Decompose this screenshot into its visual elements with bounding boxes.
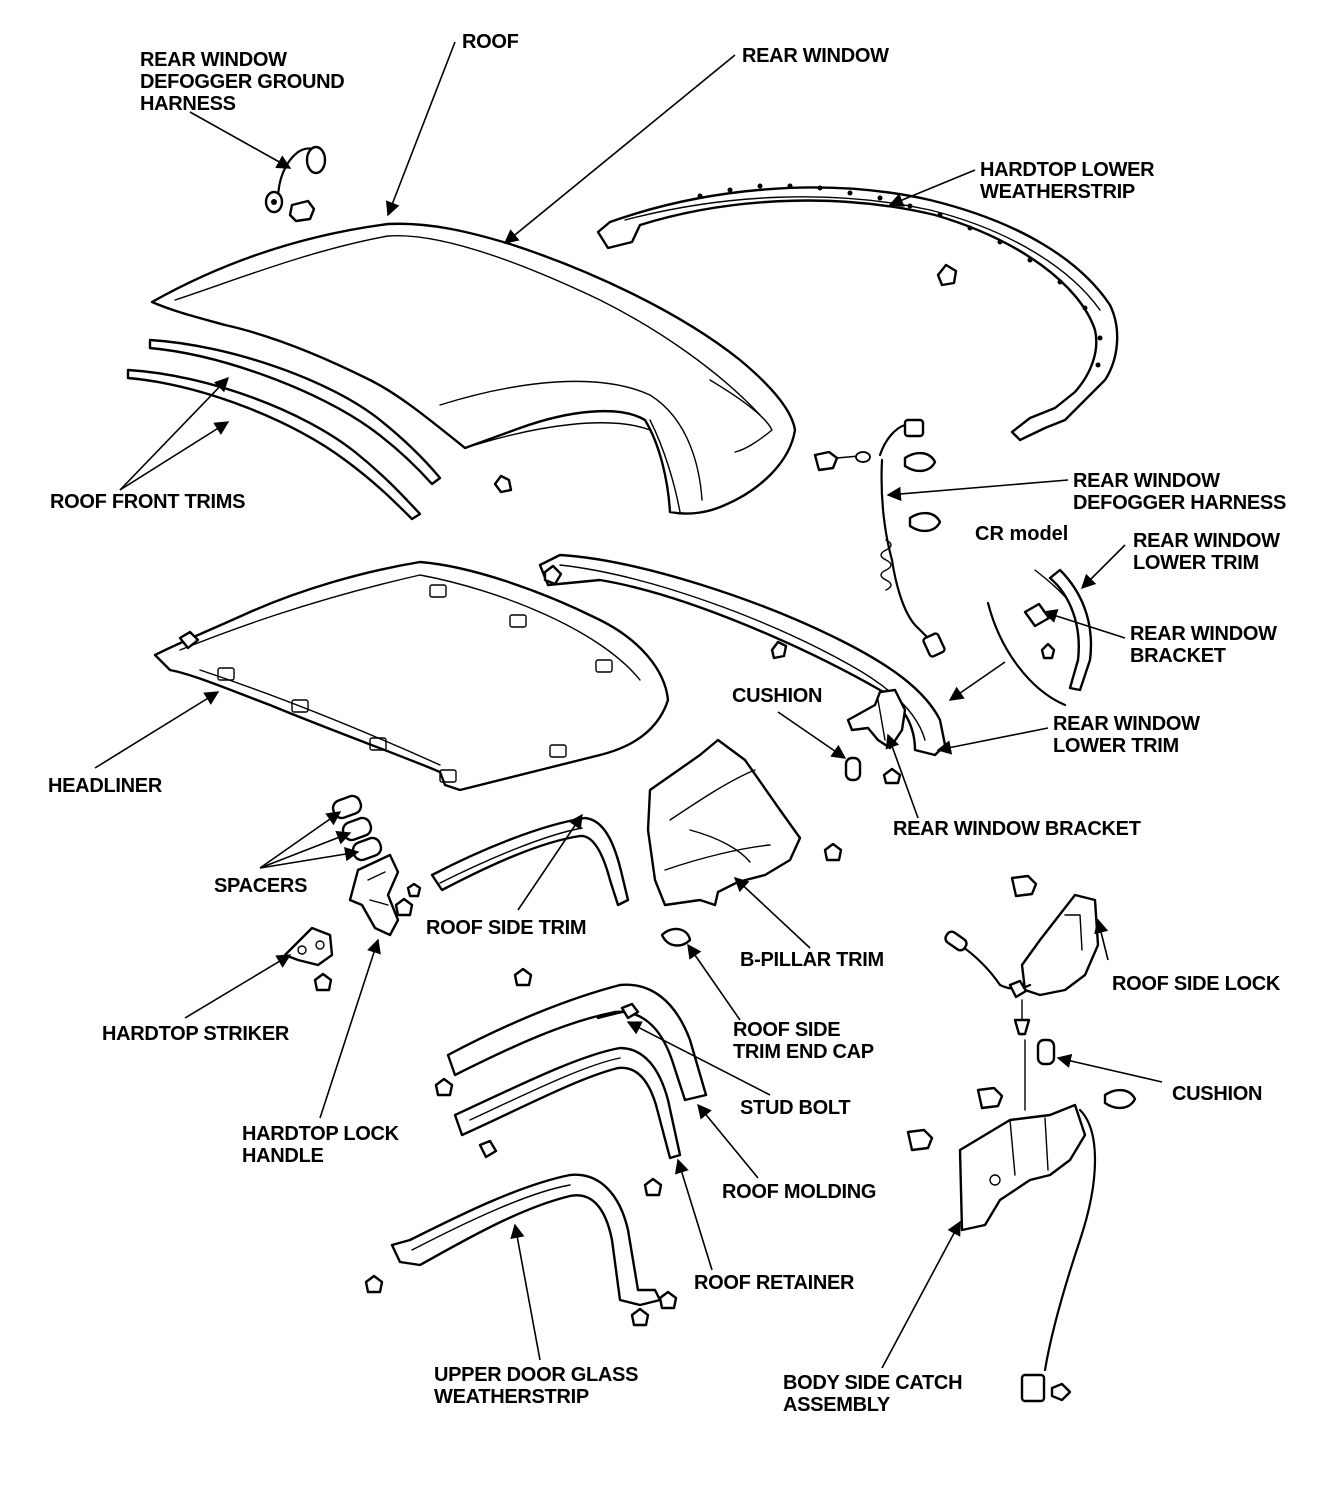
leader-roof <box>385 41 456 217</box>
leader-front-trim-2 <box>119 421 230 491</box>
leader-lower-trim <box>936 727 1049 755</box>
label-cushion-top: CUSHION <box>732 685 822 707</box>
roof-front-trims-part <box>126 338 442 521</box>
leader-headliner <box>94 691 220 769</box>
label-body-catch: BODY SIDE CATCH ASSEMBLY <box>783 1372 968 1416</box>
label-roof-molding: ROOF MOLDING <box>722 1181 876 1203</box>
leader-cr-bracket <box>1042 609 1126 639</box>
label-lock-handle: HARDTOP LOCK HANDLE <box>242 1123 404 1167</box>
rear-window-lower-trim-part <box>538 553 947 757</box>
label-roof-retainer: ROOF RETAINER <box>694 1272 855 1294</box>
label-cushion-lock: CUSHION <box>1172 1083 1262 1105</box>
leader-roof-molding <box>697 1103 759 1179</box>
label-rear-window: REAR WINDOW <box>742 45 889 67</box>
label-cr-lower-trim: REAR WINDOW LOWER TRIM <box>1133 530 1285 574</box>
leader-bracket <box>885 733 919 819</box>
cr-model-inset <box>986 568 1093 707</box>
label-striker: HARDTOP STRIKER <box>102 1023 290 1045</box>
roof-side-trim-part <box>430 816 630 907</box>
label-lower-trim: REAR WINDOW LOWER TRIM <box>1053 713 1205 757</box>
label-spacers: SPACERS <box>214 875 307 897</box>
leader-spacer-3 <box>259 846 360 869</box>
defogger-harness-part <box>813 418 946 658</box>
headliner-part <box>153 560 670 792</box>
leader-stud-bolt <box>626 1021 771 1096</box>
leader-roof-retainer <box>674 1158 713 1271</box>
ground-harness-part <box>264 145 327 223</box>
leader-defogger-harness <box>886 479 1069 502</box>
label-side-lock: ROOF SIDE LOCK <box>1112 973 1281 995</box>
leader-lock-handle <box>319 938 381 1119</box>
leader-b-pillar <box>733 877 811 949</box>
label-roof-front-trims: ROOF FRONT TRIMS <box>50 491 245 513</box>
label-stud-bolt: STUD BOLT <box>740 1097 850 1119</box>
leader-roof-side-trim <box>517 813 583 911</box>
label-headliner: HEADLINER <box>48 775 163 797</box>
leader-cushion-top <box>777 711 847 759</box>
leader-striker <box>184 954 292 1019</box>
label-end-cap: ROOF SIDE TRIM END CAP <box>733 1019 874 1063</box>
leader-front-trim-1 <box>119 376 229 491</box>
leader-body-catch <box>881 1220 961 1369</box>
label-upper-door-weatherstrip: UPPER DOOR GLASS WEATHERSTRIP <box>434 1364 643 1408</box>
leader-cr-lower-trim <box>1080 544 1126 590</box>
label-cr-bracket: REAR WINDOW BRACKET <box>1130 623 1282 667</box>
label-b-pillar: B-PILLAR TRIM <box>740 949 884 971</box>
leader-spacer-2 <box>259 830 352 869</box>
label-ground-harness: REAR WINDOW DEFOGGER GROUND HARNESS <box>140 49 350 115</box>
roof-part <box>150 222 797 515</box>
leader-lower-weatherstrip <box>888 169 976 207</box>
label-roof: ROOF <box>462 31 519 53</box>
leader-lines <box>94 41 1163 1369</box>
leader-upper-door-weatherstrip <box>510 1223 541 1361</box>
rear-window-bracket-part <box>844 688 907 785</box>
leader-side-lock <box>1094 918 1109 961</box>
label-defogger-harness: REAR WINDOW DEFOGGER HARNESS <box>1073 470 1286 514</box>
hardtop-striker-part <box>283 926 334 992</box>
label-lower-weatherstrip: HARDTOP LOWER WEATHERSTRIP <box>980 159 1160 203</box>
roof-side-lock-part <box>944 874 1100 1036</box>
roof-molding-part <box>434 967 708 1102</box>
leader-rear-window <box>503 54 736 244</box>
roof-retainer-part <box>453 1046 682 1197</box>
leader-ground-harness <box>189 111 292 169</box>
label-roof-side-trim: ROOF SIDE TRIM <box>426 917 586 939</box>
leader-spacer-1 <box>259 811 342 869</box>
leader-cushion-lock <box>1056 1053 1163 1083</box>
body-side-catch-part <box>906 1039 1137 1403</box>
leader-end-cap <box>687 943 741 1021</box>
hardtop-lock-handle-part <box>348 853 422 937</box>
label-bracket: REAR WINDOW BRACKET <box>893 818 1141 840</box>
labels: REAR WINDOW DEFOGGER GROUND HARNESS ROOF… <box>48 31 1286 1416</box>
end-cap-part <box>660 927 692 947</box>
lower-weatherstrip-part <box>596 183 1119 442</box>
b-pillar-trim-part <box>646 738 843 907</box>
label-cr-model: CR model <box>975 523 1068 545</box>
cushion-lock-part <box>1036 1038 1056 1066</box>
leader-cr-inset <box>948 661 1006 701</box>
upper-door-glass-weatherstrip-part <box>364 1173 678 1327</box>
